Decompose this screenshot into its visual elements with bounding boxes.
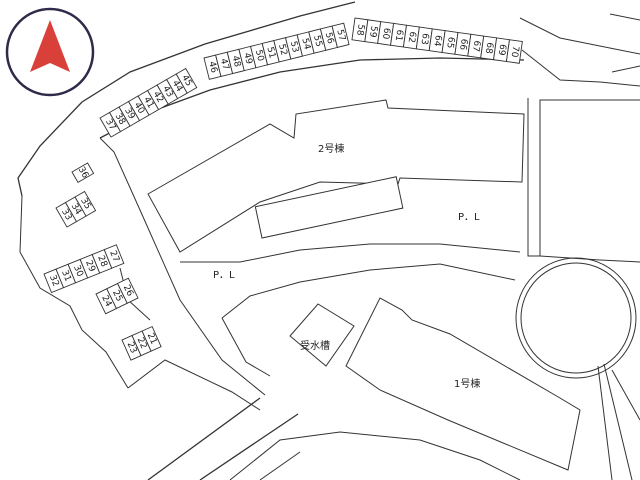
building-2-label: 2号棟 — [318, 142, 344, 155]
parking-slot-number: 66 — [457, 38, 469, 51]
building-1-label: 1号棟 — [454, 377, 480, 390]
parking-slot-number: 52 — [276, 43, 288, 57]
parking-slot — [71, 162, 95, 184]
parking-slot-number: 28 — [95, 254, 109, 269]
parking-slot-number: 32 — [47, 274, 61, 288]
parking-slot-number: 30 — [71, 264, 85, 279]
parking-slot-number: 61 — [393, 29, 404, 42]
parking-slot-number: 24 — [99, 294, 113, 309]
parking-slot-number: 33 — [59, 207, 73, 222]
parking-slot-number: 55 — [311, 34, 323, 48]
parking-slot-number: 51 — [264, 46, 276, 60]
parking-slot-number: 69 — [496, 43, 508, 56]
parking-slot-number: 35 — [78, 196, 92, 211]
parking-slot-number: 62 — [406, 31, 417, 44]
parking-slot-number: 45 — [179, 73, 193, 88]
building-1: 1号棟 — [345, 297, 581, 471]
parking-slot-number: 68 — [483, 42, 495, 55]
parking-slot-number: 49 — [241, 52, 254, 66]
parking-slot-number: 31 — [59, 269, 73, 283]
water-tank-label: 受水槽 — [300, 339, 330, 352]
parking-slot-number: 65 — [444, 36, 455, 49]
parking-row-single: 36 — [71, 162, 95, 184]
parking-slot-number: 41 — [141, 95, 155, 110]
parking-slot-number: 58 — [354, 23, 366, 36]
parking-slot-number: 29 — [83, 259, 97, 274]
road-bottom — [147, 397, 521, 480]
parking-slot-number: 48 — [230, 55, 243, 69]
parking-slot — [175, 67, 198, 94]
parking-slot-number: 25 — [110, 289, 124, 304]
parking-slot — [74, 190, 97, 217]
parking-lot-label-upper: P．L — [458, 212, 480, 223]
parking-slot-number: 43 — [160, 84, 174, 99]
parking-slot-number: 53 — [288, 40, 300, 54]
parking-slot — [505, 39, 523, 64]
parking-slot — [331, 22, 350, 48]
parking-slot-number: 50 — [253, 49, 266, 63]
parking-slot-number: 59 — [367, 25, 379, 38]
parking-slot-number: 27 — [107, 249, 121, 263]
parking-slot-number: 23 — [125, 341, 139, 356]
parking-slot-number: 56 — [323, 31, 336, 45]
water-tank: 受水槽 — [289, 303, 355, 367]
site-boundary — [17, 1, 640, 411]
north-arrow-icon — [5, 7, 95, 97]
parking-slot — [103, 244, 125, 269]
parking-slot-number: 63 — [419, 32, 430, 45]
parking-slot-number: 42 — [151, 90, 165, 105]
parking-slot-number: 70 — [509, 45, 521, 58]
parking-slot-number: 46 — [206, 60, 219, 74]
right-area — [515, 98, 640, 480]
parking-slot-number: 37 — [103, 117, 117, 132]
parking-slot-number: 47 — [218, 58, 230, 72]
parking-slot-number: 60 — [380, 27, 392, 40]
parking-slot-number: 22 — [135, 336, 149, 351]
parking-slot-number: 26 — [121, 283, 135, 298]
building-2: 2号棟 — [147, 99, 525, 253]
parking-slot-number: 54 — [299, 37, 312, 51]
parking-slot-number: 67 — [470, 40, 481, 53]
parking-slot — [141, 325, 162, 352]
parking-slot-number: 64 — [431, 34, 443, 47]
parking-slot-number: 21 — [145, 332, 159, 347]
parking-lot-label-lower: P．L — [213, 270, 235, 281]
parking-slot-number: 57 — [334, 29, 346, 43]
parking-slot — [116, 277, 139, 304]
